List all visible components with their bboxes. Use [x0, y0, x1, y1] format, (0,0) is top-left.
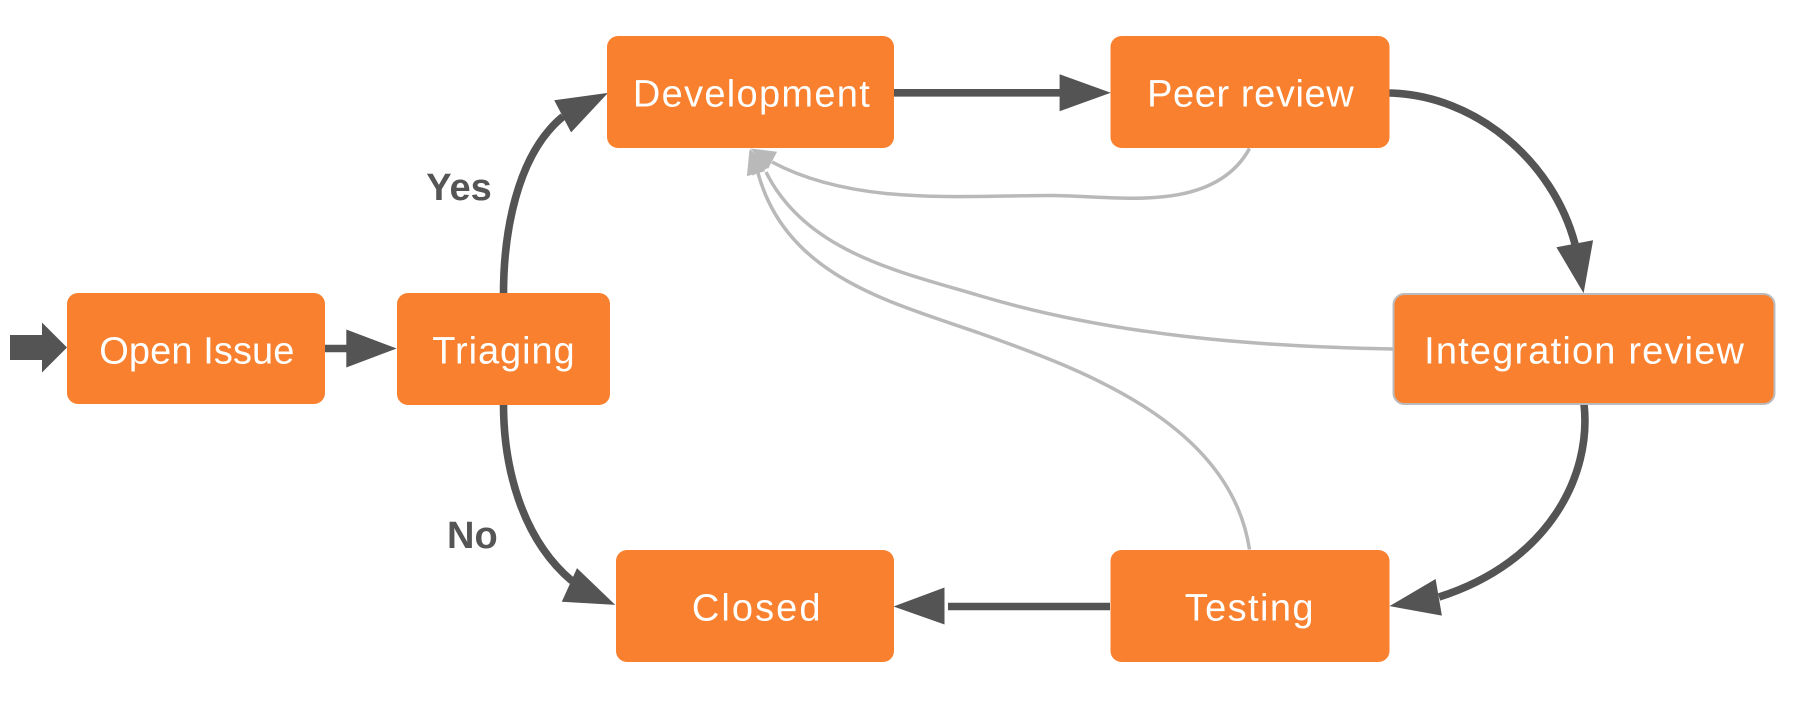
svg-text:Yes: Yes — [426, 167, 492, 209]
svg-text:Closed: Closed — [692, 588, 821, 630]
svg-text:Peer review: Peer review — [1147, 74, 1354, 116]
svg-text:Integration review: Integration review — [1424, 331, 1744, 373]
svg-text:Development: Development — [633, 74, 870, 116]
svg-text:Triaging: Triaging — [432, 331, 574, 373]
svg-text:Testing: Testing — [1185, 588, 1314, 630]
svg-text:No: No — [447, 515, 498, 557]
svg-text:Open Issue: Open Issue — [99, 331, 294, 373]
